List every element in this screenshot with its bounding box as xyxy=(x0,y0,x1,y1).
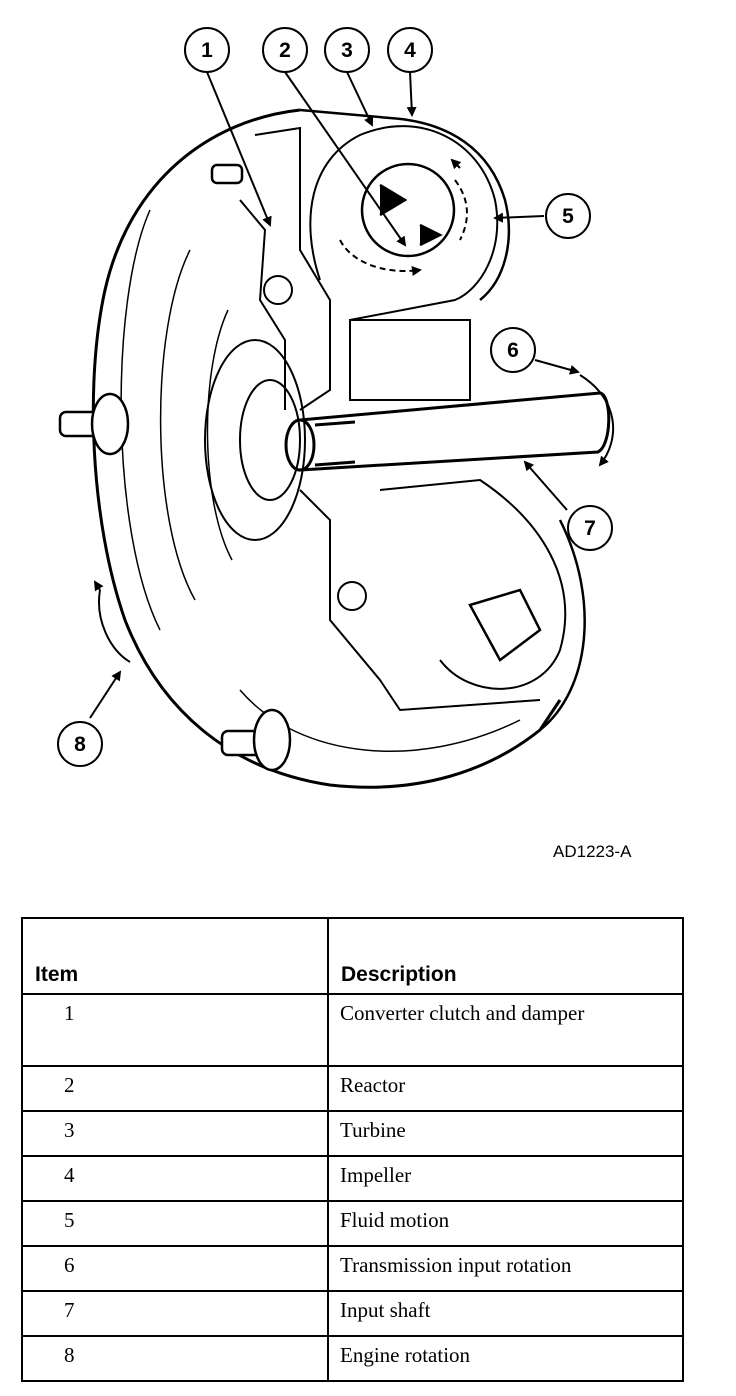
table-row: 2 Reactor xyxy=(21,1065,684,1112)
legend-item-number: 5 xyxy=(21,1200,329,1247)
table-row: 8 Engine rotation xyxy=(21,1335,684,1382)
torque-converter-diagram: 1 2 3 4 5 6 7 8 xyxy=(57,27,614,789)
legend-item-number: 7 xyxy=(21,1290,329,1337)
table-row: 1 Converter clutch and damper xyxy=(21,993,684,1067)
legend-item-description: Fluid motion xyxy=(327,1200,684,1247)
figure-code: AD1223-A xyxy=(553,842,632,861)
callout-4: 4 xyxy=(387,27,433,73)
legend-item-number: 3 xyxy=(21,1110,329,1157)
legend-item-number: 4 xyxy=(21,1155,329,1202)
legend-table: Item Description 1 Converter clutch and … xyxy=(21,917,684,1382)
callout-7: 7 xyxy=(567,505,613,551)
table-row: 5 Fluid motion xyxy=(21,1200,684,1247)
legend-item-description: Transmission input rotation xyxy=(327,1245,684,1292)
rotation-arrows xyxy=(93,158,614,663)
callout-label: 6 xyxy=(507,339,519,362)
legend-item-number: 6 xyxy=(21,1245,329,1292)
legend-item-description: Impeller xyxy=(327,1155,684,1202)
callout-label: 2 xyxy=(279,39,291,62)
table-row: 6 Transmission input rotation xyxy=(21,1245,684,1292)
table-row: 7 Input shaft xyxy=(21,1290,684,1337)
callout-5: 5 xyxy=(545,193,591,239)
callout-label: 3 xyxy=(341,39,353,62)
legend-item-description: Converter clutch and damper xyxy=(327,993,684,1067)
legend-header-description: Description xyxy=(327,917,684,995)
table-row: 3 Turbine xyxy=(21,1110,684,1157)
callout-6: 6 xyxy=(490,327,536,373)
callout-label: 5 xyxy=(562,205,574,228)
input-shaft xyxy=(284,391,611,472)
callout-1: 1 xyxy=(184,27,230,73)
legend-item-number: 2 xyxy=(21,1065,329,1112)
callout-label: 1 xyxy=(201,39,213,62)
callout-label: 7 xyxy=(584,517,596,540)
converter-hub xyxy=(204,339,306,541)
legend-header-row: Item Description xyxy=(21,917,684,995)
callout-label: 4 xyxy=(404,39,416,62)
mounting-studs xyxy=(58,163,292,772)
cutaway-internals xyxy=(239,125,567,712)
legend-item-number: 8 xyxy=(21,1335,329,1382)
callout-label: 8 xyxy=(74,733,86,756)
legend-item-description: Input shaft xyxy=(327,1290,684,1337)
impeller-blades xyxy=(360,162,542,662)
legend-item-description: Turbine xyxy=(327,1110,684,1157)
legend-item-number: 1 xyxy=(21,993,329,1067)
legend-item-description: Reactor xyxy=(327,1065,684,1112)
callout-3: 3 xyxy=(324,27,370,73)
callout-leaders xyxy=(89,71,580,719)
callout-8: 8 xyxy=(57,721,103,767)
legend-item-description: Engine rotation xyxy=(327,1335,684,1382)
table-row: 4 Impeller xyxy=(21,1155,684,1202)
callout-2: 2 xyxy=(262,27,308,73)
legend-header-item: Item xyxy=(21,917,329,995)
